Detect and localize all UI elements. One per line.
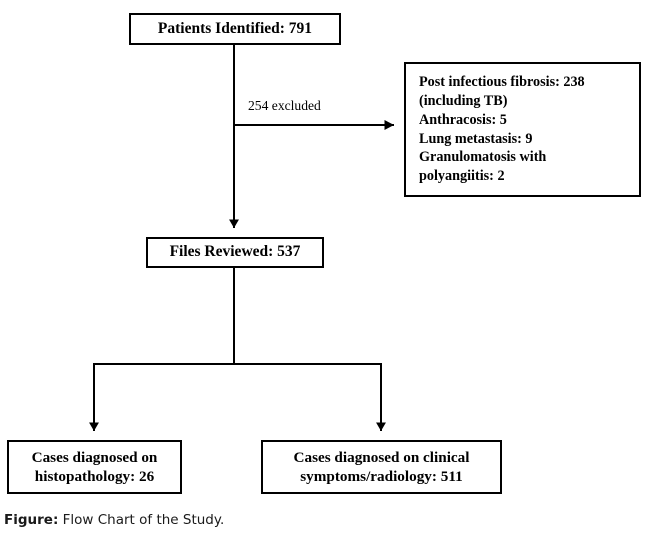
node-cases-histopathology: Cases diagnosed on histopathology: 26 xyxy=(7,440,182,494)
edge-label-excluded-text: 254 excluded xyxy=(248,98,321,113)
node-cases-clinical-label: Cases diagnosed on clinical symptoms/rad… xyxy=(293,448,470,485)
edge-label-excluded: 254 excluded xyxy=(248,98,398,114)
node-exclusion-reasons-label: Post infectious fibrosis: 238 (including… xyxy=(419,73,585,185)
figure-caption: Figure: Flow Chart of the Study. xyxy=(4,512,224,528)
node-patients-identified: Patients Identified: 791 xyxy=(129,13,341,45)
node-exclusion-reasons: Post infectious fibrosis: 238 (including… xyxy=(404,62,641,197)
node-files-reviewed: Files Reviewed: 537 xyxy=(146,237,324,268)
figure-caption-label: Figure: xyxy=(4,512,59,528)
node-cases-histopathology-label: Cases diagnosed on histopathology: 26 xyxy=(31,448,158,485)
node-patients-identified-label: Patients Identified: 791 xyxy=(157,19,313,37)
node-files-reviewed-label: Files Reviewed: 537 xyxy=(169,243,301,261)
figure-caption-text: Flow Chart of the Study. xyxy=(62,512,225,528)
node-cases-clinical: Cases diagnosed on clinical symptoms/rad… xyxy=(261,440,502,494)
